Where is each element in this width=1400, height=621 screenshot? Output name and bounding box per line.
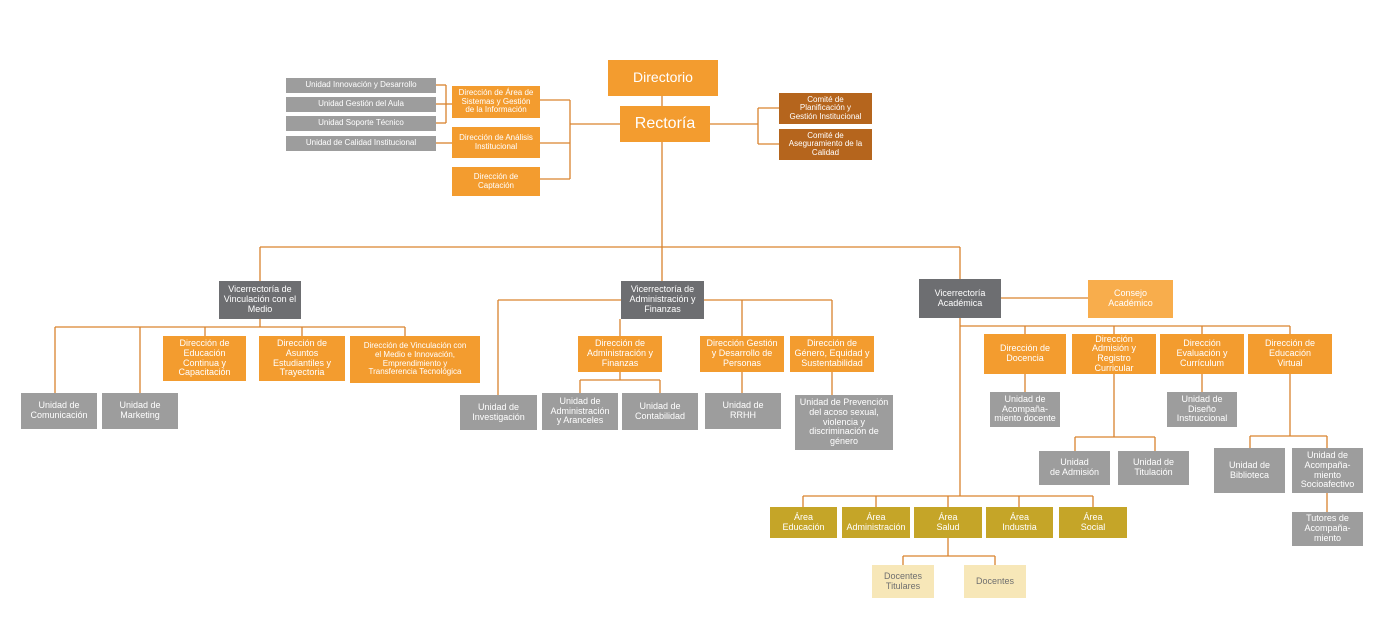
node-unidad-acomp-socio: Unidad de Acompaña- miento Socioafectivo <box>1292 448 1363 493</box>
node-dir-sistemas: Dirección de Área de Sistemas y Gestión … <box>452 86 540 118</box>
node-area-social: Área Social <box>1059 507 1127 538</box>
node-docentes: Docentes <box>964 565 1026 598</box>
node-dir-vinculacion-innovacion: Dirección de Vinculación con el Medio e … <box>350 336 480 383</box>
node-dir-educacion-virtual: Dirección de Educación Virtual <box>1248 334 1332 374</box>
node-unidad-gestion-aula: Unidad Gestión del Aula <box>286 97 436 112</box>
node-unidad-acomp-docente: Unidad de Acompaña- miento docente <box>990 392 1060 427</box>
node-unidad-calidad: Unidad de Calidad Institucional <box>286 136 436 151</box>
node-dir-evaluacion: Dirección Evaluación y Currículum <box>1160 334 1244 374</box>
node-unidad-titulacion: Unidad de Titulación <box>1118 451 1189 485</box>
node-unidad-comunicacion: Unidad de Comunicación <box>21 393 97 429</box>
node-rectoria: Rectoría <box>620 106 710 142</box>
node-unidad-investigacion: Unidad de Investigación <box>460 395 537 430</box>
node-vr-vinculacion: Vicerrectoría de Vinculación con el Medi… <box>219 281 301 319</box>
node-vr-academica: Vicerrectoría Académica <box>919 279 1001 318</box>
node-comite-aseguramiento: Comité de Aseguramiento de la Calidad <box>779 129 872 160</box>
node-comite-planificacion: Comité de Planificación y Gestión Instit… <box>779 93 872 124</box>
node-dir-asuntos-estudiantiles: Dirección de Asuntos Estudiantiles y Tra… <box>259 336 345 381</box>
node-directorio: Directorio <box>608 60 718 96</box>
node-dir-analisis: Dirección de Análisis Institucional <box>452 127 540 158</box>
node-area-educacion: Área Educación <box>770 507 837 538</box>
node-dir-docencia: Dirección de Docencia <box>984 334 1066 374</box>
node-unidad-admision: Unidad de Admisión <box>1039 451 1110 485</box>
node-area-industria: Área Industria <box>986 507 1053 538</box>
node-unidad-marketing: Unidad de Marketing <box>102 393 178 429</box>
node-tutores: Tutores de Acompaña- miento <box>1292 512 1363 546</box>
node-consejo-academico: Consejo Académico <box>1088 280 1173 318</box>
node-dir-educacion-continua: Dirección de Educación Continua y Capaci… <box>163 336 246 381</box>
node-dir-admin-finanzas: Dirección de Administración y Finanzas <box>578 336 662 372</box>
node-unidad-soporte: Unidad Soporte Técnico <box>286 116 436 131</box>
node-dir-genero: Dirección de Género, Equidad y Sustentab… <box>790 336 874 372</box>
node-area-salud: Área Salud <box>914 507 982 538</box>
node-unidad-admin-aranceles: Unidad de Administración y Aranceles <box>542 393 618 430</box>
node-dir-captacion: Dirección de Captación <box>452 167 540 196</box>
node-unidad-prevencion: Unidad de Prevención del acoso sexual, v… <box>795 395 893 450</box>
node-vr-administracion: Vicerrectoría de Administración y Finanz… <box>621 281 704 319</box>
node-docentes-titulares: Docentes Titulares <box>872 565 934 598</box>
node-dir-admision: Dirección Admisión y Registro Curricular <box>1072 334 1156 374</box>
node-unidad-contabilidad: Unidad de Contabilidad <box>622 393 698 430</box>
node-area-administracion: Área Administración <box>842 507 910 538</box>
node-unidad-biblioteca: Unidad de Biblioteca <box>1214 448 1285 493</box>
node-unidad-diseno: Unidad de Diseño Instruccional <box>1167 392 1237 427</box>
node-dir-gestion-personas: Dirección Gestión y Desarrollo de Person… <box>700 336 784 372</box>
node-unidad-rrhh: Unidad de RRHH <box>705 393 781 429</box>
node-unidad-innovacion: Unidad Innovación y Desarrollo <box>286 78 436 93</box>
